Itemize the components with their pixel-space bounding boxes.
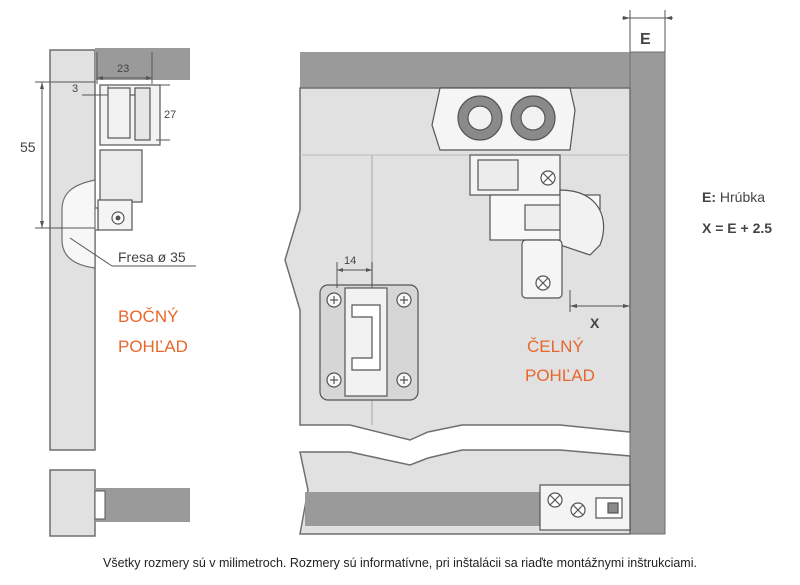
front-view-label-line1: ČELNÝ [527,337,584,356]
svg-text:E: Hrúbka: E: Hrúbka [702,189,765,205]
side-bottom-rail [95,488,190,522]
side-view-label-line1: BOČNÝ [118,307,178,326]
front-view-label-line2: POHĽAD [525,366,595,385]
drill-note-leader [69,237,113,267]
dimension-e [622,10,673,52]
bottom-bracket [539,484,631,531]
dimension-55 [35,81,95,229]
dimension-27 [156,84,170,141]
front-view: X E [284,10,673,535]
side-view-label-line2: POHĽAD [118,337,188,356]
hinge-arm [469,154,605,299]
dim-label-55: 55 [20,139,36,155]
legend: E: Hrúbka X = E + 2.5 [702,189,772,236]
footer-note: Všetky rozmery sú v milimetroch. Rozmery… [103,556,697,570]
plate-screws [326,292,412,388]
dim-label-27: 27 [164,109,176,121]
side-view: 23 3 27 55 Fresa ø 35 BOČNÝ POHĽAD [20,48,196,537]
legend-x-formula: X = E + 2.5 [702,220,772,236]
top-bracket [431,87,576,151]
front-top-rail [300,52,630,88]
side-hinge-body [83,84,161,231]
legend-e-key: E: [702,189,716,205]
dimension-14 [336,262,373,288]
drill-note: Fresa ø 35 [118,249,186,265]
dimension-x [569,290,630,312]
door-hinge-plate [319,284,419,401]
dim-label-x: X [590,315,600,331]
dim-label-3: 3 [72,83,78,95]
cup-recess [61,179,96,269]
dim-label-23: 23 [117,63,129,75]
legend-e-value: Hrúbka [716,189,765,205]
dim-label-e: E [640,31,651,48]
dimension-23 [96,52,153,84]
front-right-panel [630,52,665,534]
side-bottom-panel [49,469,96,537]
top-panel [95,48,190,80]
dim-label-14: 14 [344,255,356,267]
dimension-3 [82,86,109,100]
